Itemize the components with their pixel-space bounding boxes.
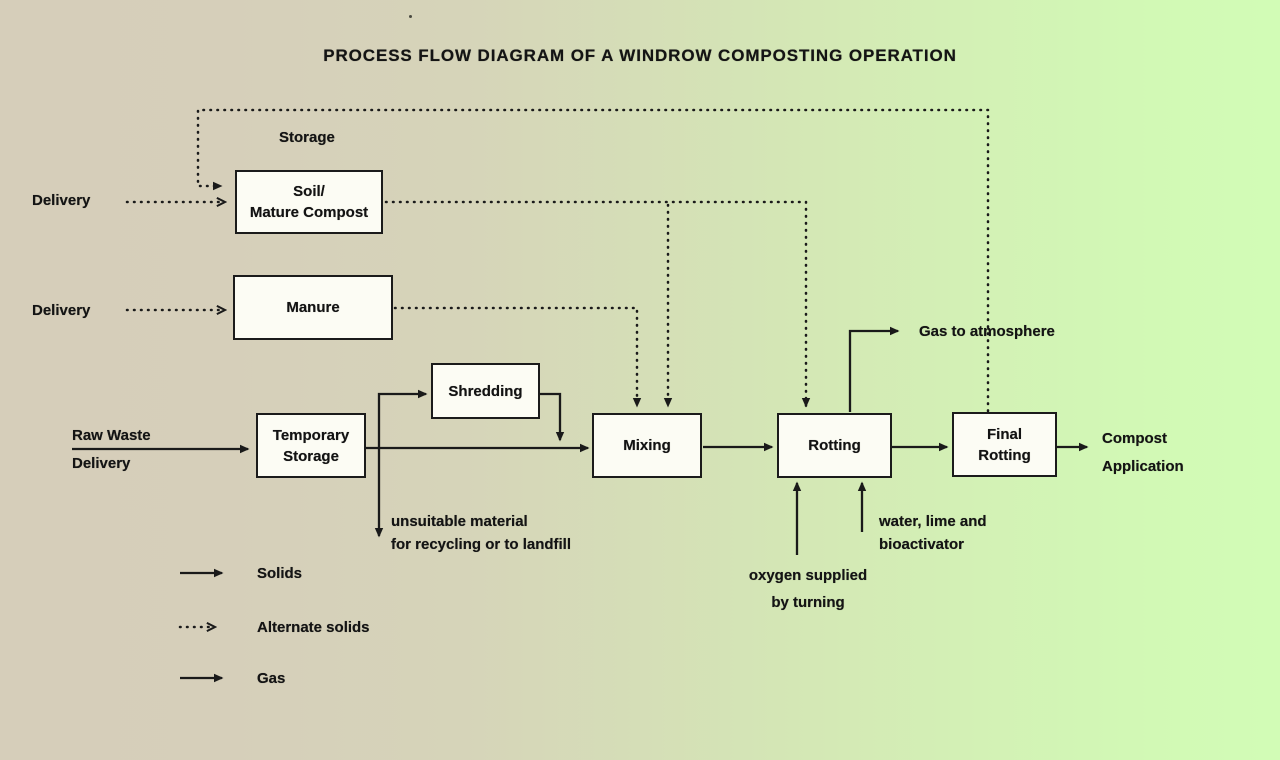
label-water-line2: bioactivator: [879, 536, 965, 553]
box-rotting-label: Rotting: [808, 437, 861, 454]
label-oxygen-supplied: oxygen supplied by turning: [738, 562, 878, 616]
arrow-branch-to-shredding: [377, 389, 428, 448]
box-temporary-line1: Temporary: [272, 426, 350, 444]
label-unsuitable-line2: for recycling or to landfill: [391, 536, 572, 553]
scan-speck: [409, 15, 412, 18]
box-final-rotting: Final Rotting: [952, 412, 1057, 477]
box-manure-label: Manure: [286, 299, 340, 316]
box-soil-line2: Mature Compost: [249, 204, 369, 221]
label-storage: Storage: [279, 129, 335, 146]
label-oxygen-line2: by turning: [771, 594, 845, 611]
box-mixing: Mixing: [592, 413, 702, 478]
box-final-line1: Final: [986, 425, 1022, 443]
dotted-arrow-manure-to-mixing: [393, 306, 642, 408]
label-unsuitable-material: unsuitable material for recycling or to …: [391, 510, 571, 556]
label-raw-waste: Raw Waste: [72, 427, 151, 444]
arrow-shredding-to-main-line: [540, 392, 565, 442]
dotted-arrow-soil-compost-to-rotting: [384, 200, 811, 408]
legend-label-gas: Gas: [257, 670, 286, 687]
box-shredding: Shredding: [431, 363, 540, 419]
legend-label-alternate-solids: Alternate solids: [257, 619, 370, 636]
label-delivery-soil: Delivery: [32, 192, 91, 209]
box-temporary-storage: Temporary Storage: [256, 413, 366, 478]
box-manure: Manure: [233, 275, 393, 340]
box-mixing-label: Mixing: [623, 437, 671, 454]
label-oxygen-line1: oxygen supplied: [748, 567, 868, 584]
label-raw-waste-delivery: Delivery: [72, 455, 131, 472]
box-temporary-line2: Storage: [283, 447, 339, 465]
label-compost-application: Compost Application: [1102, 425, 1184, 481]
box-soil-mature-compost: Soil/ Mature Compost: [235, 170, 383, 234]
label-delivery-manure: Delivery: [32, 302, 91, 319]
label-gas-to-atmosphere: Gas to atmosphere: [919, 323, 1055, 340]
label-compost-line2: Application: [1102, 458, 1184, 475]
box-rotting: Rotting: [777, 413, 892, 478]
dotted-arrow-recycle-final-rotting-to-storage: [196, 108, 990, 413]
legend-label-solids: Solids: [257, 565, 303, 582]
label-water-line1: water, lime and: [879, 513, 987, 530]
box-soil-line1: Soil/: [293, 183, 325, 200]
box-shredding-label: Shredding: [448, 382, 523, 400]
arrow-gas-to-atmosphere: [848, 326, 900, 412]
box-final-line2: Rotting: [978, 446, 1031, 464]
label-unsuitable-line1: unsuitable material: [391, 513, 528, 530]
label-compost-line1: Compost: [1102, 430, 1167, 447]
label-water-lime-bioactivator: water, lime and bioactivator: [879, 510, 987, 556]
diagram-title: PROCESS FLOW DIAGRAM OF A WINDROW COMPOS…: [323, 46, 957, 65]
